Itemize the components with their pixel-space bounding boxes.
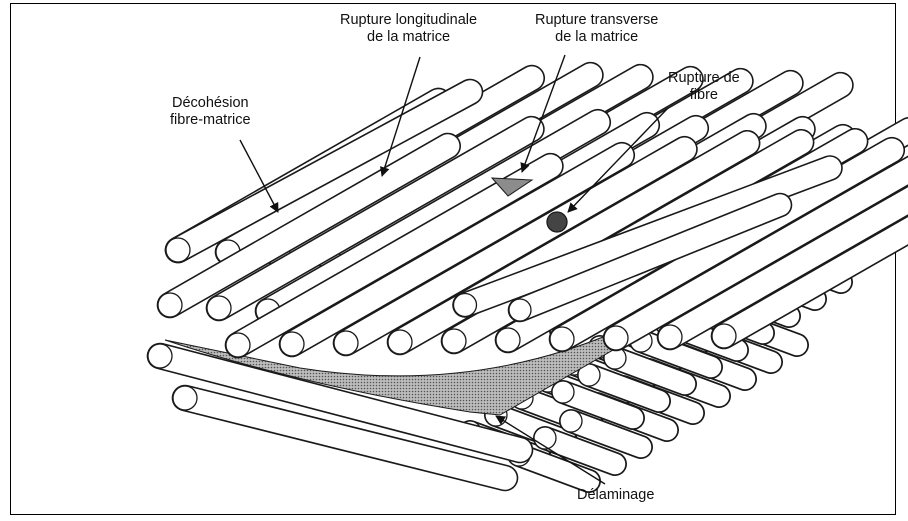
lower-fibre-end: [560, 410, 582, 432]
label-delaminage: Délaminage: [577, 487, 654, 504]
broken-fibre-end: [547, 212, 567, 232]
lower-fibre-end: [534, 427, 556, 449]
label-rupture-fibre: Rupture de fibre: [668, 70, 740, 104]
label-rupture-longitudinale: Rupture longitudinale de la matrice: [340, 12, 477, 46]
lower-fibre-end: [552, 381, 574, 403]
label-decohesion: Décohésion fibre-matrice: [170, 95, 251, 129]
label-rupture-transverse: Rupture transverse de la matrice: [535, 12, 658, 46]
